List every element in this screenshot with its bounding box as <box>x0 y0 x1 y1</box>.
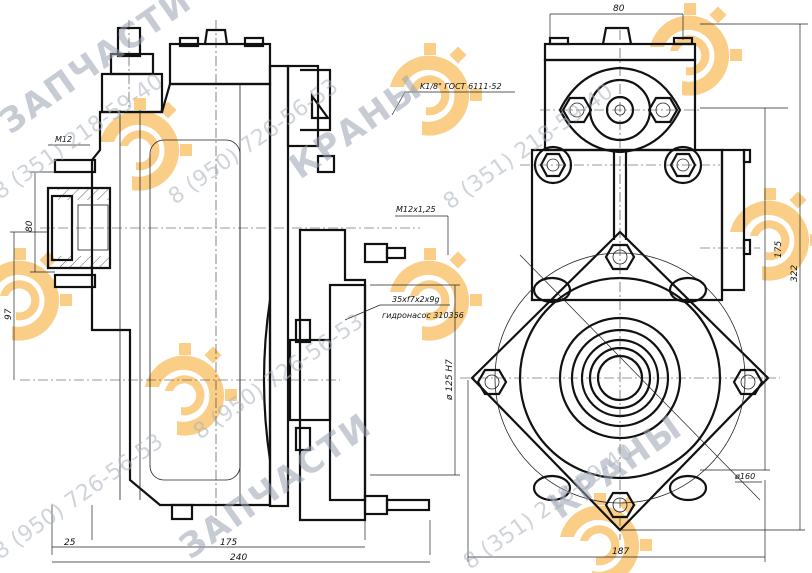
watermark-phone: 8 (950) 726-56-53 <box>0 429 168 565</box>
spline-callout: 35xf7x2x9g <box>392 295 440 304</box>
dim-240: 240 <box>230 553 247 563</box>
watermark-text: ЗАПЧАСТИ КРАНЫ ЗАПЧАСТИ КРАНЫ 8 (950) 72… <box>0 0 690 573</box>
pump-note: гидронасос 310356 <box>382 311 464 320</box>
thread-callout-k18: K1/8" ГОСТ 6111-52 <box>420 82 502 91</box>
dim-80-left: 80 <box>25 220 35 232</box>
dim-97-left: 97 <box>4 308 14 320</box>
dim-25: 25 <box>64 538 76 548</box>
watermark-brand: КРАНЫ <box>282 67 430 187</box>
dim-322: 322 <box>790 265 800 282</box>
bore-diameter: ø 125 H7 <box>445 359 455 401</box>
dim-175-horizontal: 175 <box>220 538 237 548</box>
dim-175-vertical: 175 <box>774 241 784 258</box>
bolt-circle-diameter: ø160 <box>734 472 755 481</box>
dim-80-top: 80 <box>613 4 625 14</box>
front-view-dimensions: 80 175 322 187 ø160 <box>467 4 808 562</box>
thread-callout-m12: M12 <box>55 135 72 144</box>
thread-callout-m12x125: M12x1,25 <box>396 205 436 214</box>
side-section-view <box>20 20 431 522</box>
dim-187: 187 <box>612 547 629 557</box>
side-view-dimensions: 80 97 M12 25 175 240 K1/8" ГОСТ 6111-52 … <box>4 82 515 563</box>
